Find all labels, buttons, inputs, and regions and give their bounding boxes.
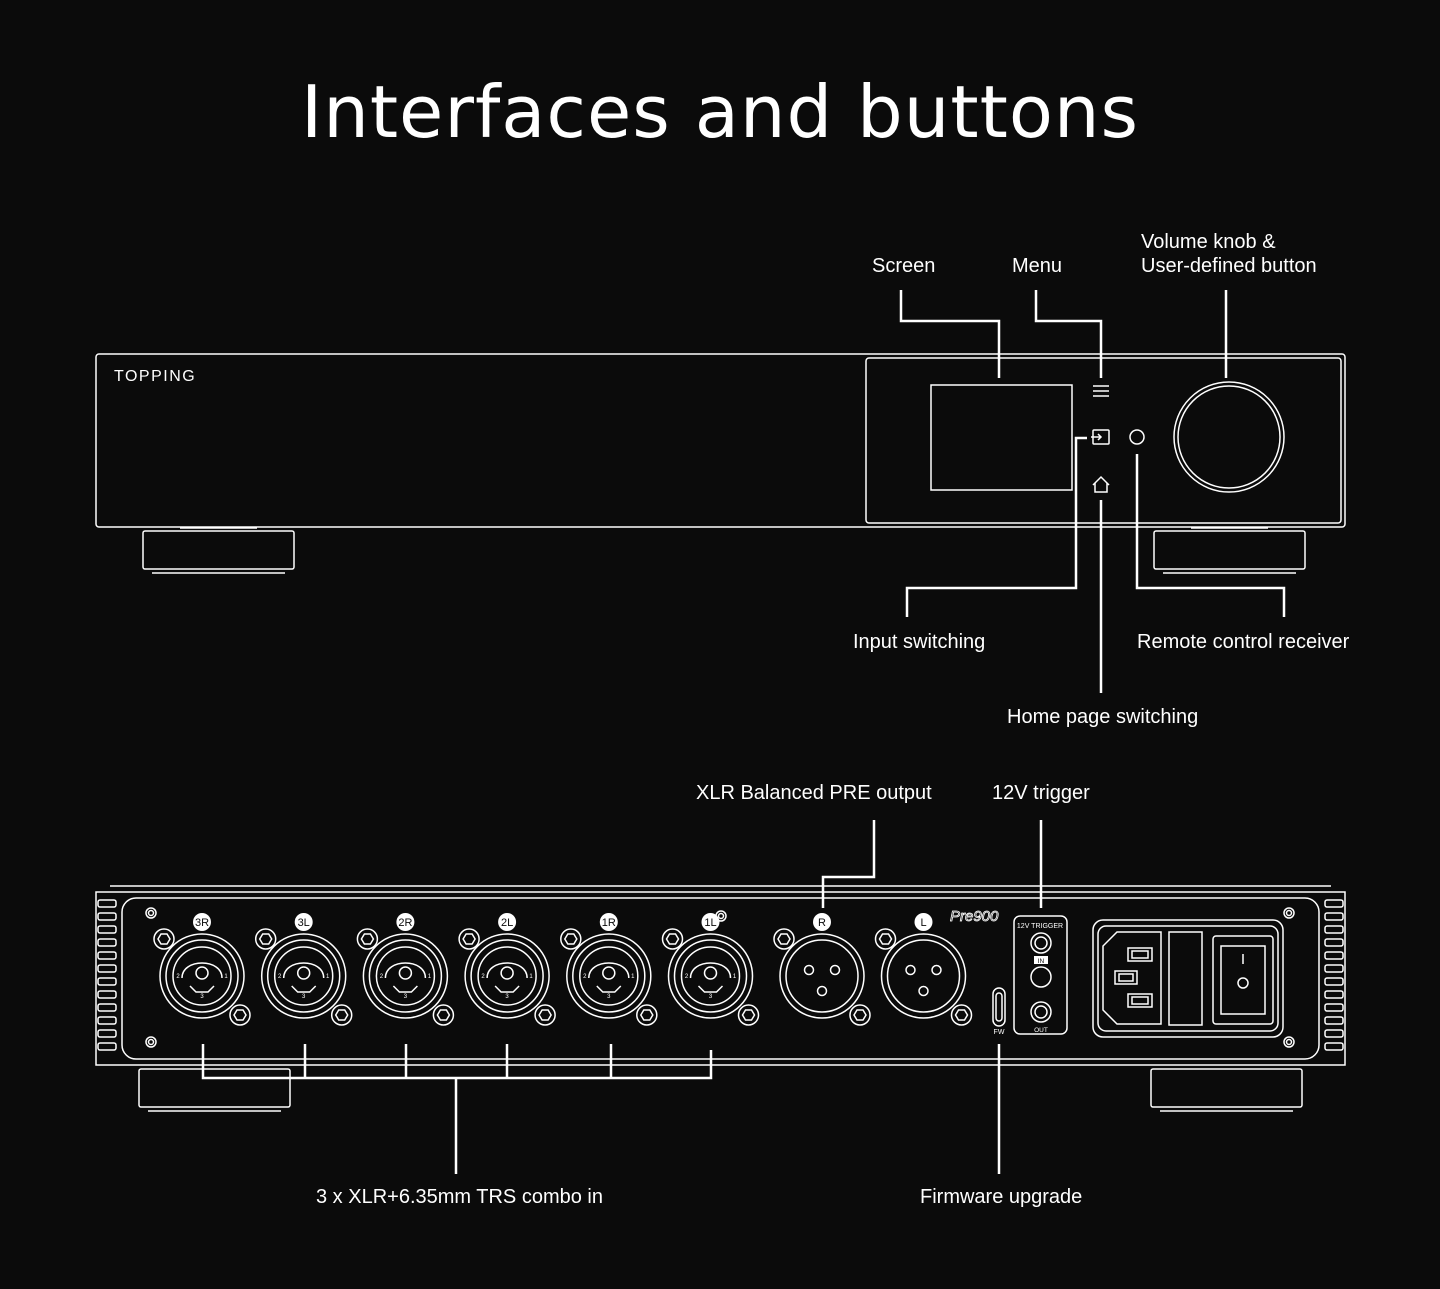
pin-label: 3 — [505, 994, 509, 1000]
ir-receiver-icon — [1129, 429, 1145, 445]
pin-label: 3 — [709, 994, 713, 1000]
leader-xlr-out — [821, 820, 876, 908]
input-switch-icon[interactable] — [1091, 429, 1110, 445]
rear-chassis — [95, 891, 1346, 1066]
rear-panel: 3R 2 1 3 3L 2 1 3 2R 2 1 3 2L 2 1 3 1R 2 1 3 1L 2 1 3 R L Pre900… — [95, 820, 1346, 1174]
input-label-2l: 2L — [501, 917, 513, 929]
input-label-1l: 1L — [704, 917, 716, 929]
pin-label: 1 — [733, 974, 737, 980]
label-screen: Screen — [872, 255, 936, 277]
label-volume-line2: User-defined button — [1141, 255, 1317, 277]
home-icon[interactable] — [1092, 475, 1110, 493]
label-home-switching: Home page switching — [1007, 706, 1199, 728]
power-inlet[interactable] — [1092, 919, 1284, 1038]
cooling-fins-left — [97, 899, 117, 1051]
input-label-2r: 2R — [398, 917, 412, 929]
pin-label: 1 — [529, 974, 533, 980]
front-foot-left — [142, 527, 295, 574]
label-menu: Menu — [1012, 255, 1063, 277]
trigger-out-label: OUT — [1034, 1027, 1048, 1034]
leader-screen — [899, 290, 1001, 378]
rear-plate — [121, 897, 1320, 1060]
volume-knob[interactable] — [1173, 381, 1285, 493]
rear-foot-right — [1150, 1068, 1303, 1112]
page-title: Interfaces and buttons — [300, 70, 1140, 154]
rear-foot-left — [138, 1068, 291, 1112]
xlr-output-r[interactable]: R — [773, 913, 871, 1026]
menu-icon[interactable] — [1093, 385, 1109, 397]
output-label-r: R — [818, 917, 826, 929]
combo-input-1r[interactable]: 1R 2 1 3 — [560, 913, 658, 1026]
input-label-3r: 3R — [195, 917, 209, 929]
combo-input-3l[interactable]: 3L 2 1 3 — [254, 913, 353, 1026]
pin-label: 3 — [404, 994, 408, 1000]
combo-input-2r[interactable]: 2R 2 1 3 — [356, 913, 455, 1026]
pin-label: 2 — [380, 974, 384, 980]
leader-remote — [1135, 454, 1286, 617]
pin-label: 1 — [428, 974, 432, 980]
label-remote-receiver: Remote control receiver — [1137, 631, 1350, 653]
input-label-1r: 1R — [602, 917, 616, 929]
label-combo-in: 3 x XLR+6.35mm TRS combo in — [316, 1186, 603, 1208]
combo-input-1l[interactable]: 1L 2 1 3 — [661, 913, 760, 1026]
fw-label: FW — [994, 1029, 1005, 1036]
usb-c-port[interactable] — [992, 987, 1006, 1027]
front-screen — [930, 384, 1073, 491]
trigger-center-screw — [1030, 966, 1052, 988]
front-foot-right — [1153, 527, 1306, 574]
input-label-3l: 3L — [298, 917, 310, 929]
pin-label: 2 — [278, 974, 282, 980]
cooling-fins-right — [1324, 899, 1344, 1051]
trigger-box — [1013, 915, 1068, 1035]
output-label-l: L — [920, 917, 926, 929]
front-panel: TOPPING — [95, 290, 1346, 693]
xlr-output-l[interactable]: L — [874, 913, 973, 1026]
pin-label: 2 — [176, 974, 180, 980]
leader-input — [905, 436, 1087, 617]
pin-label: 3 — [200, 994, 204, 1000]
trigger-in-label: IN — [1038, 958, 1045, 965]
combo-input-2l[interactable]: 2L 2 1 3 — [458, 913, 556, 1026]
model-logo: Pre900 — [950, 908, 999, 925]
label-input-switching: Input switching — [853, 631, 986, 653]
front-chassis — [95, 353, 1346, 528]
pin-label: 3 — [607, 994, 611, 1000]
leader-menu — [1034, 290, 1103, 378]
pin-label: 1 — [224, 974, 228, 980]
label-firmware: Firmware upgrade — [920, 1186, 1083, 1208]
pin-label: 2 — [583, 974, 587, 980]
label-xlr-output: XLR Balanced PRE output — [696, 782, 932, 804]
front-control-plate — [865, 357, 1342, 524]
pin-label: 1 — [631, 974, 635, 980]
brand-logo: TOPPING — [114, 368, 196, 385]
corner-screws — [145, 907, 1295, 1048]
power-switch[interactable] — [1212, 935, 1274, 1025]
pin-label: 2 — [481, 974, 485, 980]
trigger-in-jack[interactable] — [1030, 932, 1052, 954]
pin-label: 1 — [326, 974, 330, 980]
trigger-box-label: 12V TRIGGER — [1017, 923, 1063, 930]
leader-combo-in — [201, 1044, 713, 1174]
label-12v-trigger: 12V trigger — [992, 782, 1090, 804]
pin-label: 2 — [685, 974, 689, 980]
trigger-out-jack[interactable] — [1030, 1001, 1052, 1023]
label-volume-line1: Volume knob & — [1141, 231, 1276, 253]
combo-input-3r[interactable]: 3R 2 1 3 — [153, 913, 251, 1026]
pin-label: 3 — [302, 994, 306, 1000]
